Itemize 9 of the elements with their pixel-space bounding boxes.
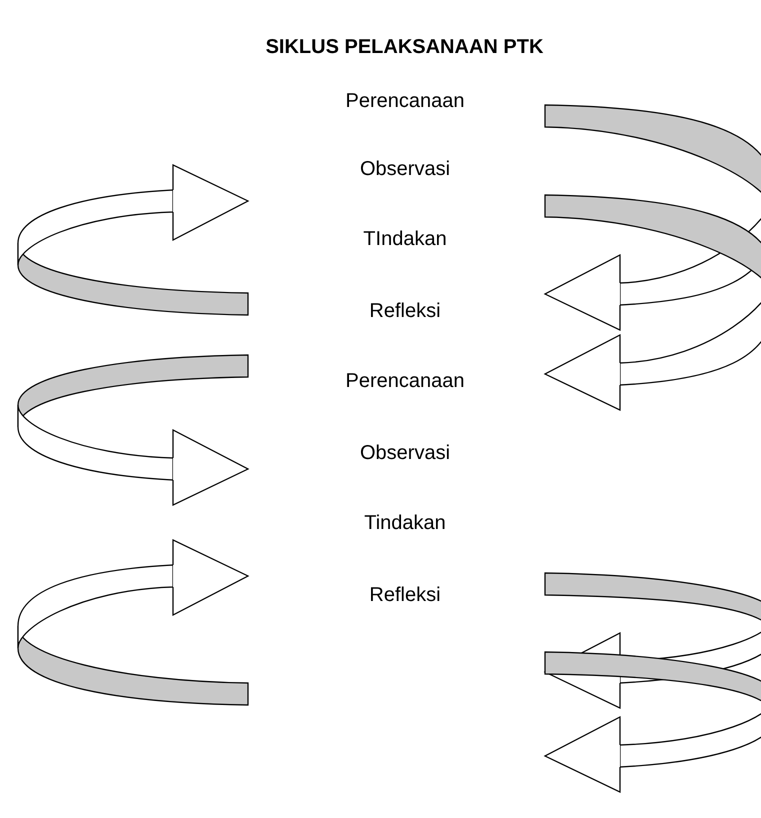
stage-label: Tindakan <box>364 512 446 535</box>
stage-label: Perencanaan <box>346 90 464 113</box>
stage-label: Refleksi <box>369 300 441 323</box>
stage-label: Observasi <box>360 442 450 465</box>
stage-label: TIndakan <box>363 228 447 251</box>
stage-label: Perencanaan <box>346 370 464 393</box>
stage-label: Refleksi <box>369 584 441 607</box>
stage-label: Observasi <box>360 158 450 181</box>
title: SIKLUS PELAKSANAAN PTK <box>264 36 544 59</box>
